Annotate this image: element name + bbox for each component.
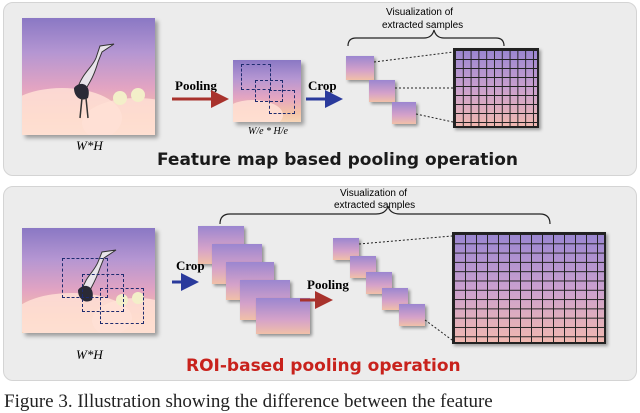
viz-label-bottom-line1: Visualization of <box>340 188 408 199</box>
roi-crop-5 <box>256 298 310 334</box>
input-size-label-bottom: W*H <box>76 347 103 362</box>
extracted-samples-grid-top <box>453 48 539 128</box>
crop-sample-1-top <box>346 56 374 80</box>
viz-label-top-line1: Visualization of <box>386 7 454 18</box>
pooling-label-top: Pooling <box>175 78 217 93</box>
crop-label-top: Crop <box>308 78 337 93</box>
input-image-top <box>22 18 155 135</box>
viz-label-top-line2: extracted samples <box>382 20 464 31</box>
feature-map-image <box>233 60 301 122</box>
feature-size-label: W/e * H/e <box>248 126 288 137</box>
panel-title-top: Feature map based pooling operation <box>157 150 518 170</box>
brace-top <box>347 29 505 47</box>
extracted-samples-grid-bottom <box>452 232 606 344</box>
pooling-label-bottom: Pooling <box>307 277 349 292</box>
pooled-crop-1 <box>333 238 359 260</box>
figure-caption: Figure 3. Illustration showing the diffe… <box>4 391 493 412</box>
panel-title-bottom: ROI-based pooling operation <box>186 356 461 376</box>
input-image-bottom <box>22 228 155 333</box>
crop-label-bottom: Crop <box>176 258 205 273</box>
crop-sample-3-top <box>392 102 416 124</box>
viz-label-bottom-line2: extracted samples <box>334 200 416 211</box>
pooled-crop-5 <box>399 304 425 326</box>
crop-sample-2-top <box>369 80 395 102</box>
brace-bottom <box>219 205 551 225</box>
input-size-label-top: W*H <box>76 138 103 153</box>
